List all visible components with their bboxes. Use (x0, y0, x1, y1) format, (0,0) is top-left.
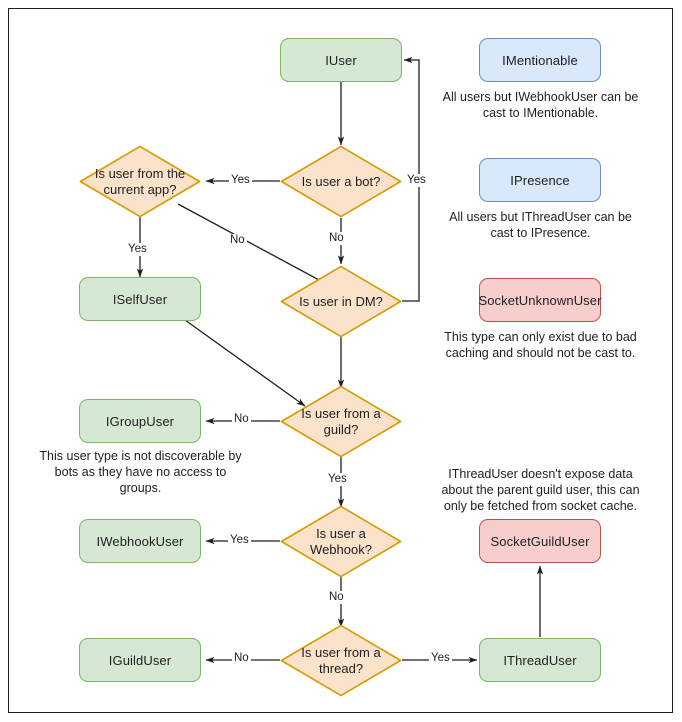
node-socketunknownuser[interactable]: SocketUnknownUser (478, 278, 602, 322)
node-socketguilduser[interactable]: SocketGuildUser (479, 519, 601, 563)
diamond-shape (280, 145, 402, 218)
edge-label-thread-no: No (232, 652, 251, 665)
edge-label-app-yes: Yes (126, 243, 149, 256)
node-is-user-a-webhook-label: Is user a Webhook? (310, 525, 372, 557)
node-is-user-from-guild-label: Is user from a guild? (301, 405, 381, 437)
node-iguilduser[interactable]: IGuildUser (79, 638, 201, 682)
node-imentionable[interactable]: IMentionable (479, 38, 601, 82)
diamond-shape (79, 145, 201, 218)
edge-label-guild-yes: Yes (326, 473, 349, 486)
node-iselfuser[interactable]: ISelfUser (79, 277, 201, 321)
node-iuser-label: IUser (325, 52, 357, 68)
node-is-user-from-thread[interactable]: Is user from a thread? (280, 624, 402, 697)
edge-label-bot-no: No (327, 232, 346, 245)
node-ipresence[interactable]: IPresence (479, 158, 601, 202)
edge-label-guild-no: No (232, 413, 251, 426)
diamond-shape (280, 624, 402, 697)
node-socketunknownuser-label: SocketUnknownUser (478, 292, 602, 308)
edge-label-thread-yes: Yes (429, 652, 452, 665)
note-socketunknownuser: This type can only exist due to bad cach… (444, 330, 637, 360)
node-iselfuser-label: ISelfUser (112, 291, 168, 307)
node-is-user-from-thread-label: Is user from a thread? (301, 644, 381, 676)
node-imentionable-label: IMentionable (502, 52, 578, 68)
node-ithreaduser[interactable]: IThreadUser (479, 638, 601, 682)
diamond-shape (280, 505, 402, 578)
edge-label-webhook-no: No (327, 591, 346, 604)
node-is-user-from-current-app[interactable]: Is user from the current app? (79, 145, 201, 218)
edge-label-bot-yes: Yes (229, 174, 252, 187)
node-is-user-a-webhook[interactable]: Is user a Webhook? (280, 505, 402, 578)
node-is-user-a-bot-label: Is user a bot? (301, 173, 381, 189)
note-igroupuser: This user type is not discoverable by bo… (39, 449, 242, 495)
note-ipresence: All users but IThreadUser can be cast to… (449, 210, 632, 240)
node-socketguilduser-label: SocketGuildUser (490, 533, 590, 549)
edge-label-app-no: No (228, 234, 247, 247)
node-iwebhookuser-label: IWebhookUser (96, 533, 184, 549)
node-is-user-a-bot[interactable]: Is user a bot? (280, 145, 402, 218)
node-is-user-in-dm[interactable]: Is user in DM? (280, 265, 402, 338)
node-ithreaduser-label: IThreadUser (503, 652, 577, 668)
node-iguilduser-label: IGuildUser (108, 652, 172, 668)
diagram-frame (8, 8, 673, 713)
node-is-user-from-guild[interactable]: Is user from a guild? (280, 385, 402, 458)
node-igroupuser[interactable]: IGroupUser (79, 399, 201, 443)
edge-label-webhook-yes: Yes (228, 534, 251, 547)
node-is-user-from-current-app-label: Is user from the current app? (94, 165, 186, 197)
node-igroupuser-label: IGroupUser (105, 413, 175, 429)
node-ipresence-label: IPresence (510, 172, 570, 188)
edge-label-dm-yes: Yes (405, 174, 428, 187)
node-iwebhookuser[interactable]: IWebhookUser (79, 519, 201, 563)
note-imentionable: All users but IWebhookUser can be cast t… (442, 90, 639, 120)
node-iuser[interactable]: IUser (280, 38, 402, 82)
node-is-user-in-dm-label: Is user in DM? (299, 293, 383, 309)
note-socketguilduser: IThreadUser doesn't expose data about th… (441, 467, 640, 513)
diamond-shape (280, 385, 402, 458)
diamond-shape (280, 265, 402, 338)
